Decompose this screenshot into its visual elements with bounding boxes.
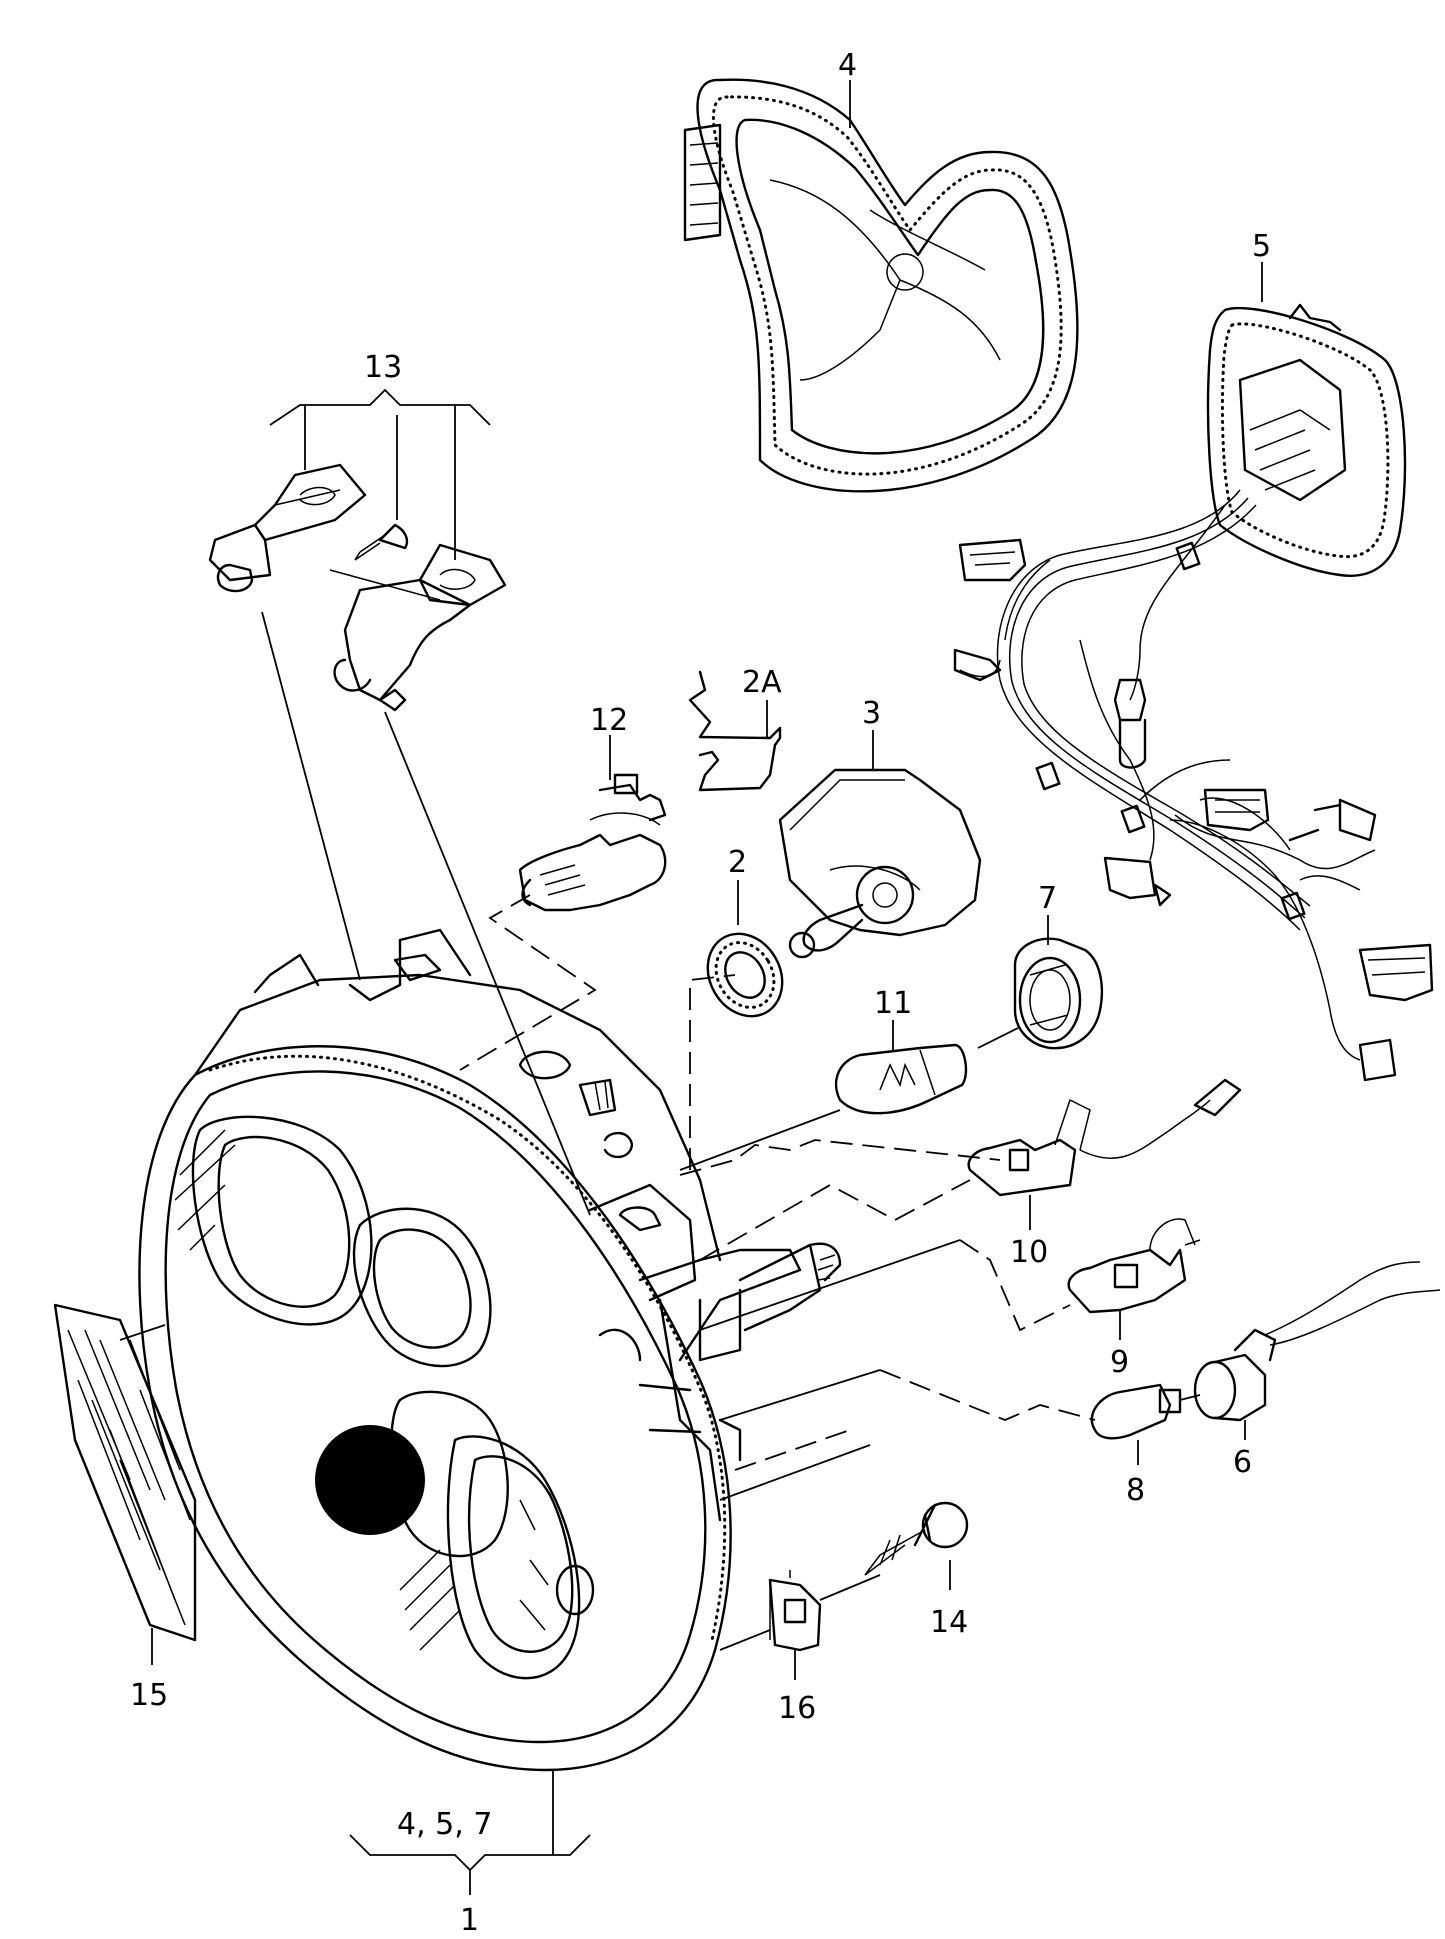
callout-10: 10: [1010, 1235, 1048, 1270]
part-4-gasket[interactable]: [683, 78, 1079, 493]
callout-14: 14: [930, 1605, 968, 1640]
callout-5: 5: [1252, 229, 1271, 264]
callout-2a: 2A: [742, 665, 782, 700]
callout-1: 1: [460, 1903, 479, 1938]
part-1-headlight-housing[interactable]: [138, 928, 842, 1895]
callout-2: 2: [728, 845, 747, 880]
callout-8: 8: [1126, 1473, 1145, 1508]
part-7-bulb-socket[interactable]: [1013, 915, 1104, 1050]
part-2a-clip[interactable]: [688, 670, 782, 792]
marker-dot: [315, 1425, 425, 1535]
part-13-brackets[interactable]: [208, 388, 507, 712]
part-6-bulb-holder[interactable]: [1193, 1261, 1441, 1440]
callout-16: 16: [778, 1691, 816, 1726]
part-12-bulb[interactable]: [518, 735, 667, 912]
part-16-clip-nut[interactable]: [768, 1570, 822, 1680]
part-9-bulb[interactable]: [1067, 1218, 1201, 1340]
callout-3: 3: [862, 696, 881, 731]
callout-15: 15: [130, 1678, 168, 1713]
callout-12: 12: [590, 703, 628, 738]
part-10-bulb-with-lead[interactable]: [967, 1078, 1242, 1230]
callout-13: 13: [364, 350, 402, 385]
callout-group-1: 4, 5, 7: [397, 1807, 492, 1842]
part-11-small-bulb[interactable]: [834, 1020, 968, 1115]
callout-9: 9: [1110, 1345, 1129, 1380]
part-3-bulb-holder[interactable]: [778, 730, 982, 959]
callout-7: 7: [1038, 881, 1057, 916]
callout-11: 11: [874, 986, 912, 1021]
part-2-sealing-ring[interactable]: [693, 880, 797, 1030]
callout-4: 4: [838, 48, 857, 83]
assembly-lines: [119, 611, 1201, 1651]
callout-6: 6: [1233, 1445, 1252, 1480]
part-15-protective-film[interactable]: [53, 1303, 197, 1665]
part-5-wiring-harness[interactable]: [953, 262, 1434, 1082]
part-8-wedge-bulb[interactable]: [1090, 1383, 1182, 1465]
part-14-screw[interactable]: [864, 1501, 969, 1590]
